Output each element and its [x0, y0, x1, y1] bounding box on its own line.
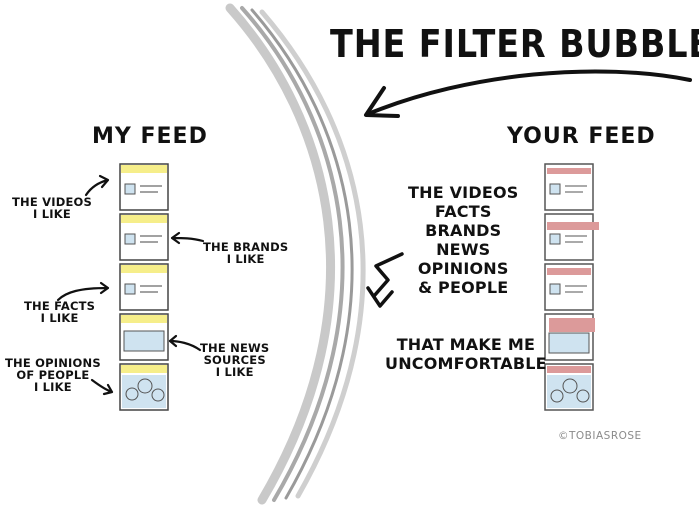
label-videos: THE VIDEOS I LIKE	[12, 196, 92, 220]
arrow-news	[168, 334, 202, 352]
label-line: I LIKE	[40, 311, 79, 325]
label-line: THE BRANDS	[203, 240, 289, 254]
my-feed-card	[119, 163, 169, 211]
label-line: THE VIDEOS	[12, 195, 92, 209]
list-item: OPINIONS	[417, 259, 509, 278]
uncomfortable-list: THE VIDEOS FACTS BRANDS NEWS OPINIONS & …	[408, 183, 518, 297]
label-line: OF PEOPLE	[16, 368, 90, 382]
my-feed-card	[119, 363, 169, 411]
my-feed-card	[119, 213, 169, 261]
list-item: & PEOPLE	[418, 278, 509, 297]
arrow-opinions	[90, 378, 114, 396]
title-arrow-head	[364, 86, 400, 118]
your-feed-heading: YOUR FEED	[507, 124, 656, 149]
label-arrows	[56, 174, 205, 396]
my-feed-cards	[119, 163, 169, 411]
my-feed-card	[119, 313, 169, 361]
your-feed-card	[544, 163, 594, 211]
artist-credit: ©TOBIASROSE	[558, 430, 642, 442]
label-news: THE NEWS SOURCES I LIKE	[200, 342, 269, 378]
uncomfortable-caption: THAT MAKE ME UNCOMFORTABLE	[385, 335, 547, 373]
caption-line: THAT MAKE ME	[396, 335, 536, 354]
list-item: NEWS	[436, 240, 491, 259]
your-feed-card	[544, 363, 594, 411]
label-line: THE OPINIONS	[5, 356, 101, 370]
label-line: I LIKE	[33, 380, 72, 394]
label-line: I LIKE	[33, 207, 71, 221]
label-line: THE NEWS	[200, 341, 270, 355]
my-feed-card	[119, 263, 169, 311]
caption-line: UNCOMFORTABLE	[385, 354, 547, 373]
credit-text: TOBIASROSE	[569, 430, 642, 442]
copyright-icon: ©	[558, 430, 569, 442]
label-line: I LIKE	[215, 365, 254, 379]
page-title: THE FILTER BUBBLE:	[330, 22, 699, 66]
label-line: I LIKE	[226, 252, 265, 266]
your-feed-card	[544, 263, 594, 311]
list-item: THE VIDEOS	[408, 183, 519, 202]
your-feed-card	[544, 313, 595, 361]
label-line: THE FACTS	[24, 299, 96, 313]
your-feed-cards	[544, 163, 599, 411]
label-opinions: THE OPINIONS OF PEOPLE I LIKE	[5, 357, 101, 393]
label-line: SOURCES	[203, 353, 266, 367]
arrow-facts	[56, 281, 110, 302]
your-feed-card	[544, 213, 599, 261]
bubble-wall	[225, 3, 366, 505]
my-feed-heading: MY FEED	[92, 124, 208, 149]
label-facts: THE FACTS I LIKE	[24, 300, 95, 324]
center-zigzag-arrow	[366, 252, 404, 308]
list-item: FACTS	[434, 202, 492, 221]
arrow-brands	[170, 231, 205, 245]
label-brands: THE BRANDS I LIKE	[203, 241, 288, 265]
arrow-videos	[84, 174, 110, 197]
title-arrow	[366, 69, 692, 116]
list-item: BRANDS	[425, 221, 502, 240]
